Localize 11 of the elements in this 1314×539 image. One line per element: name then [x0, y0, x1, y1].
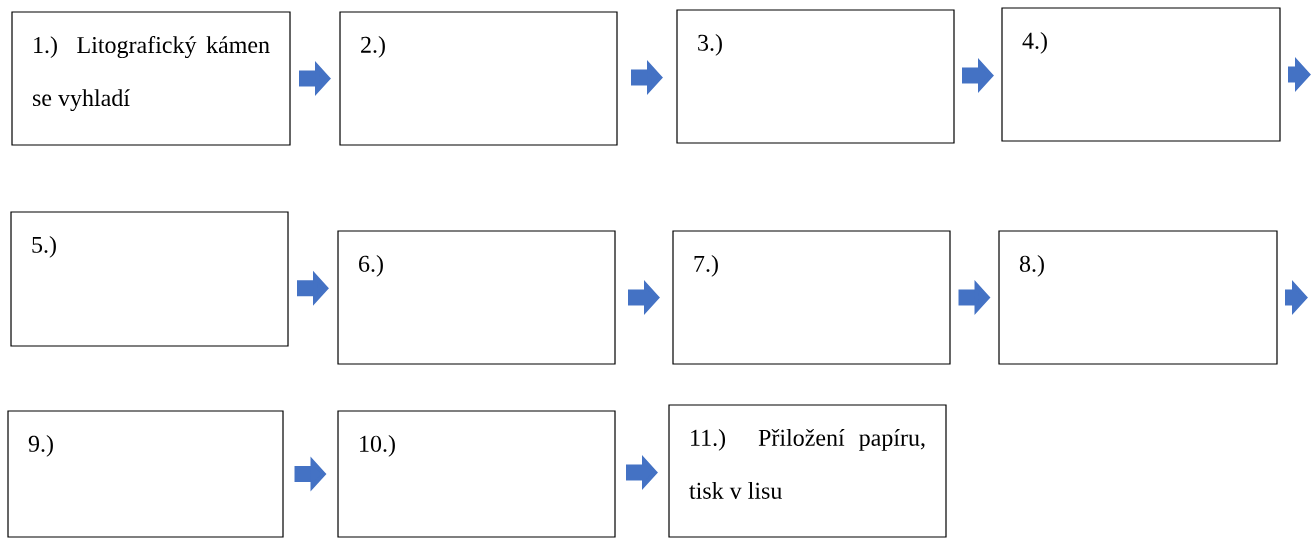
process-box: 9.) — [7, 410, 284, 538]
process-box: 5.) — [10, 211, 289, 347]
process-box: 10.) — [337, 410, 616, 538]
process-box: 6.) — [337, 230, 616, 365]
process-box: 7.) — [672, 230, 951, 365]
process-box: 2.) — [339, 11, 618, 146]
process-box: 11.) Přiložení papíru, tisk v lisu — [668, 404, 947, 538]
process-box: 8.) — [998, 230, 1278, 365]
process-box: 3.) — [676, 9, 955, 144]
process-box: 1.) Litografický kámen se vyhladí — [11, 11, 291, 146]
process-box: 4.) — [1001, 7, 1281, 142]
